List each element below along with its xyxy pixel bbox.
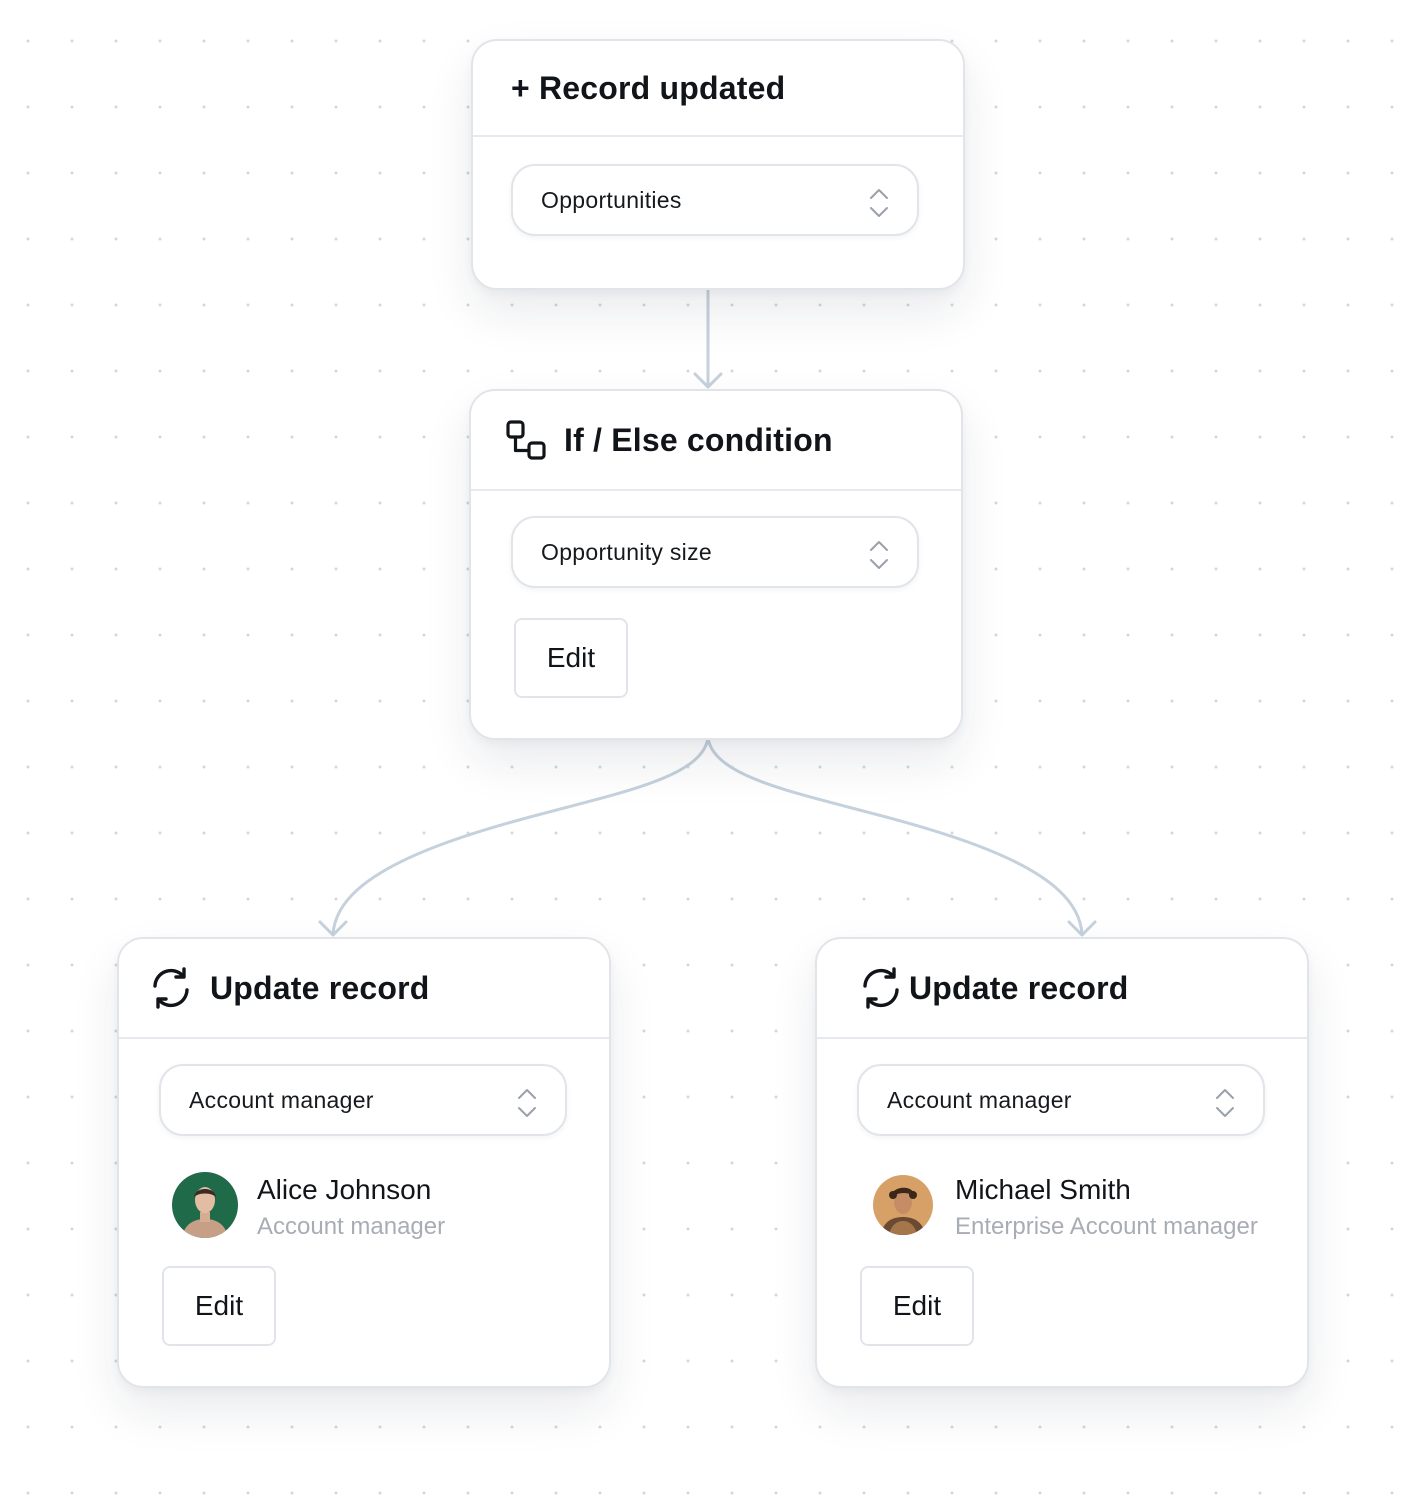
condition-field-select[interactable]: Opportunity size: [511, 516, 919, 588]
trigger-title: + Record updated: [511, 69, 786, 106]
update-record-title-left: Update record: [210, 969, 430, 1006]
arrowhead-condition: [693, 372, 723, 389]
update-record-header-left: Update record: [119, 939, 609, 1039]
avatar: [172, 1172, 238, 1238]
field-select-value-right: Account manager: [887, 1086, 1072, 1113]
connector-condition-to-left-branch: [331, 736, 710, 936]
connector-condition-to-right-branch: [706, 736, 1084, 936]
assignee-text-right: Michael Smith Enterprise Account manager: [955, 1174, 1258, 1242]
person-role: Account manager: [257, 1213, 446, 1240]
trigger-object-select[interactable]: Opportunities: [511, 164, 919, 236]
update-record-card-right[interactable]: Update record Account manager Michael Sm…: [815, 937, 1309, 1388]
arrowhead-left-branch: [318, 920, 348, 937]
person-role: Enterprise Account manager: [955, 1213, 1258, 1240]
condition-title: If / Else condition: [564, 421, 833, 458]
field-select-left[interactable]: Account manager: [159, 1064, 567, 1136]
field-select-value-left: Account manager: [189, 1086, 374, 1113]
refresh-icon: [149, 966, 193, 1010]
chevron-up-down-icon: [870, 541, 888, 569]
person-name: Michael Smith: [955, 1174, 1131, 1205]
condition-edit-button[interactable]: Edit: [514, 618, 628, 698]
trigger-card-header: + Record updated: [473, 41, 963, 137]
branch-squares-icon: [505, 419, 547, 461]
assignee-right[interactable]: Michael Smith Enterprise Account manager: [873, 1172, 1258, 1242]
update-record-header-right: Update record: [817, 939, 1307, 1039]
chevron-up-down-icon: [1216, 1089, 1234, 1117]
person-name: Alice Johnson: [257, 1174, 432, 1205]
update-record-title-right: Update record: [909, 969, 1129, 1006]
assignee-left[interactable]: Alice Johnson Account manager: [172, 1172, 445, 1242]
avatar: [873, 1175, 933, 1235]
edit-button-right[interactable]: Edit: [860, 1266, 974, 1346]
edit-button-left[interactable]: Edit: [162, 1266, 276, 1346]
condition-card[interactable]: If / Else condition Opportunity size Edi…: [469, 389, 963, 740]
update-record-card-left[interactable]: Update record Account manager Alice John…: [117, 937, 611, 1388]
condition-select-value: Opportunity size: [541, 538, 712, 565]
condition-card-header: If / Else condition: [471, 391, 961, 491]
refresh-icon: [859, 966, 903, 1010]
field-select-right[interactable]: Account manager: [857, 1064, 1265, 1136]
trigger-card[interactable]: + Record updated Opportunities: [471, 39, 965, 290]
trigger-select-value: Opportunities: [541, 186, 682, 213]
assignee-text-left: Alice Johnson Account manager: [257, 1174, 445, 1242]
chevron-up-down-icon: [518, 1089, 536, 1117]
arrowhead-right-branch: [1067, 920, 1097, 937]
chevron-up-down-icon: [870, 189, 888, 217]
